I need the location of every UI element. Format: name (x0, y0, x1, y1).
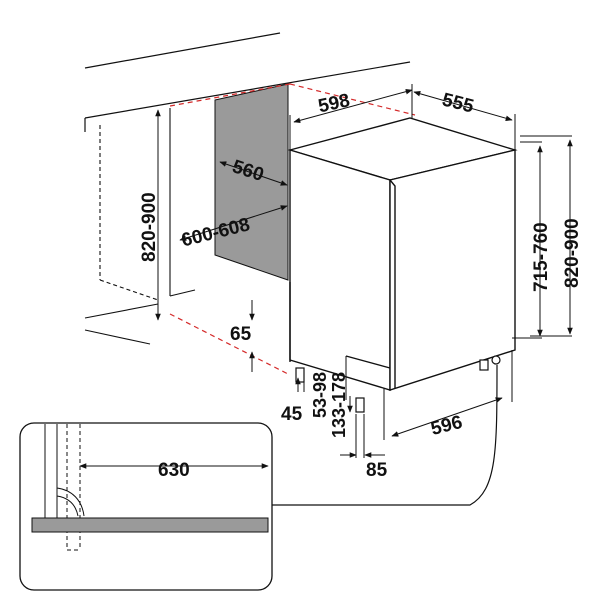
dim-label-630: 630 (158, 460, 190, 481)
dim-label-555: 555 (440, 89, 476, 117)
dim-label-715-760: 715-760 (531, 222, 552, 292)
dim-label-85: 85 (366, 460, 388, 481)
countertop (84, 32, 411, 132)
dim-label-45: 45 (281, 404, 303, 425)
dimension-lines (155, 84, 573, 458)
door-swing-inset (19, 422, 273, 591)
dim-label-133-178: 133-178 (329, 372, 349, 438)
dim-label-65: 65 (230, 324, 252, 345)
dishwasher-feet (295, 355, 501, 413)
callout-leader (272, 364, 498, 506)
dishwasher-body (287, 117, 518, 391)
dim-label-596: 596 (429, 412, 465, 440)
dim-label-598: 598 (316, 90, 351, 117)
cabinet-outline (84, 108, 196, 345)
dim-label-53-98: 53-98 (310, 372, 330, 418)
dim-label-820-900-left: 820-900 (139, 192, 160, 262)
dim-label-820-900-right: 820-900 (562, 218, 583, 288)
